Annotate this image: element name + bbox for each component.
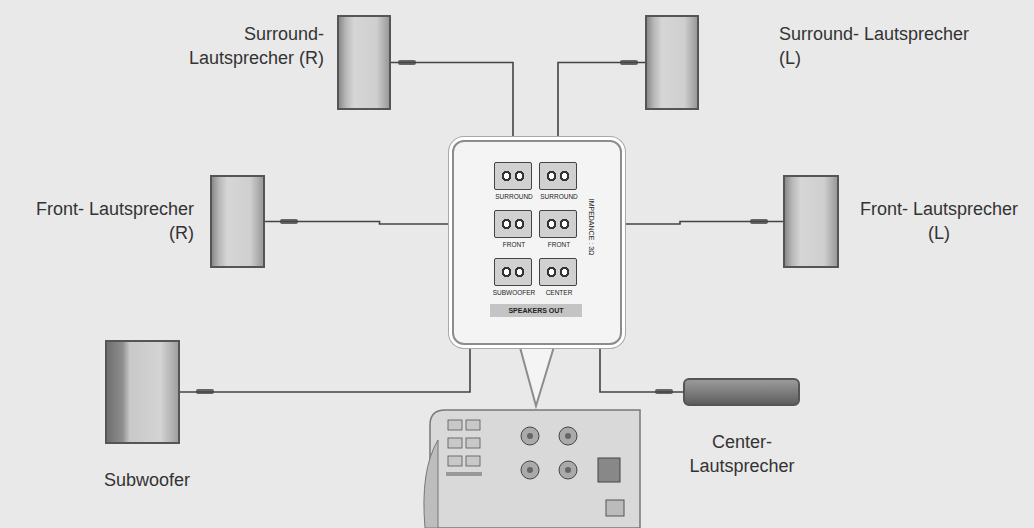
- device-connector: [598, 458, 620, 482]
- terminal-label: FRONT: [528, 241, 590, 249]
- terminal-label: SUBWOOFER: [483, 289, 545, 297]
- speaker-label: Surround- Lautsprecher (L): [779, 22, 979, 70]
- terminal-label: CENTER: [528, 289, 590, 297]
- speaker-wire: [180, 272, 494, 392]
- terminal-label: SURROUND: [528, 193, 590, 201]
- device-housing: [430, 410, 640, 528]
- center-speaker: Center- Lautsprecher: [683, 378, 800, 406]
- speaker-label: Front- Lautsprecher (R): [12, 197, 194, 245]
- speaker-terminal: SURROUND: [494, 162, 532, 190]
- device-rear: [424, 410, 640, 528]
- device-jacks: [521, 427, 577, 479]
- speaker-label: Center- Lautsprecher: [662, 430, 822, 478]
- speaker-label: Subwoofer: [64, 468, 230, 492]
- speaker-box: Surround- Lautsprecher (L): [645, 15, 699, 110]
- panel-band-label: SPEAKERS OUT: [490, 304, 582, 317]
- speaker-label: Front- Lautsprecher (L): [854, 197, 1024, 245]
- subwoofer-box: Subwoofer: [105, 340, 180, 444]
- device-port: [606, 500, 624, 516]
- device-edge: [424, 440, 438, 528]
- speaker-terminal-panel: IMPEDANCE : 3ΩSPEAKERS OUTSURROUNDSURROU…: [452, 140, 622, 345]
- cable-plugs: [196, 60, 768, 394]
- speaker-terminal: FRONT: [539, 210, 577, 238]
- speaker-terminal: FRONT: [494, 210, 532, 238]
- speaker-box: Front- Lautsprecher (L): [783, 175, 839, 268]
- speaker-terminal: SUBWOOFER: [494, 258, 532, 286]
- speaker-terminal: CENTER: [539, 258, 577, 286]
- speaker-terminal: SURROUND: [539, 162, 577, 190]
- speaker-box: Front- Lautsprecher (R): [210, 175, 265, 268]
- speaker-label: Surround- Lautsprecher (R): [144, 22, 324, 70]
- device-band: [446, 472, 482, 476]
- terminal-label: FRONT: [483, 241, 545, 249]
- impedance-label: IMPEDANCE : 3Ω: [586, 182, 596, 272]
- speaker-box: Surround- Lautsprecher (R): [337, 15, 391, 110]
- terminal-label: SURROUND: [483, 193, 545, 201]
- device-jack-cores: [527, 433, 571, 473]
- callout-tail: [518, 340, 556, 406]
- device-terminals: [448, 420, 480, 466]
